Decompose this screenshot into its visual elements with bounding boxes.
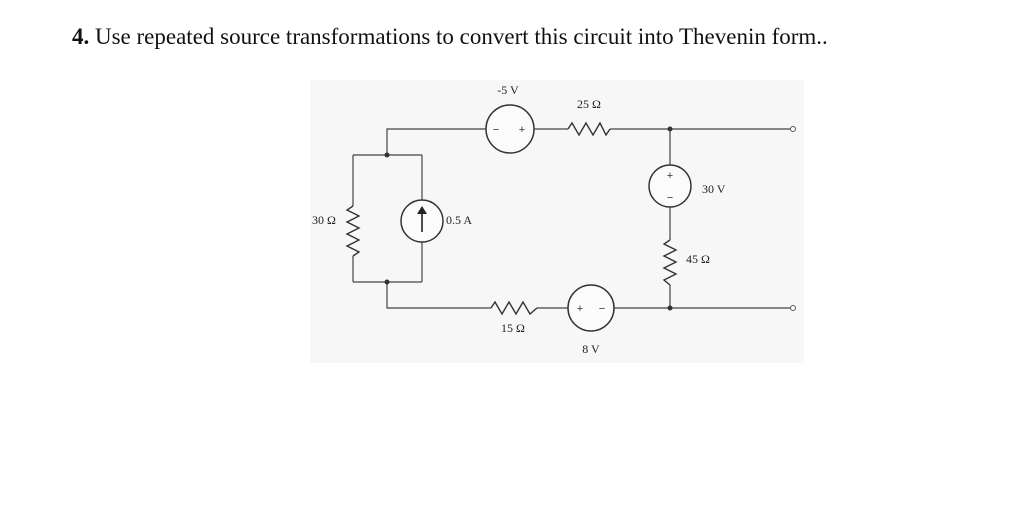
v-right-minus-sign: −	[667, 192, 673, 204]
circuit-figure: − + + − + − -5 V 25 Ω 30 V 45 Ω 30 Ω 0.5…	[310, 80, 804, 363]
resistor-45ohm	[662, 239, 678, 286]
label-r-top: 25 Ω	[577, 97, 601, 111]
v-top-minus-sign: −	[493, 124, 499, 136]
resistor-30ohm	[345, 205, 361, 257]
problem-text: Use repeated source transformations to c…	[95, 24, 828, 49]
junction-right-bottom	[667, 305, 673, 311]
v-bottom-minus-sign: −	[599, 303, 605, 315]
problem-number: 4.	[72, 24, 90, 49]
label-r-left: 30 Ω	[312, 213, 336, 227]
current-arrowhead-icon	[417, 206, 427, 214]
junction-right-top	[667, 126, 673, 132]
v-top-plus-sign: +	[519, 124, 525, 136]
label-v-top: -5 V	[497, 83, 519, 97]
wire-bottom-left	[386, 282, 491, 309]
voltage-source-top	[485, 104, 535, 154]
label-r-right: 45 Ω	[686, 252, 710, 266]
junction-left-bottom	[384, 279, 390, 285]
terminal-bottom	[790, 305, 796, 311]
label-v-bottom: 8 V	[582, 342, 600, 356]
label-v-right: 30 V	[702, 182, 726, 196]
resistor-15ohm	[490, 300, 538, 316]
wire-top-left	[386, 128, 486, 155]
junction-left-top	[384, 152, 390, 158]
v-right-plus-sign: +	[667, 170, 673, 182]
voltage-source-right	[648, 164, 692, 208]
terminal-top	[790, 126, 796, 132]
circuit-diagram: − + + − + − -5 V 25 Ω 30 V 45 Ω 30 Ω 0.5…	[312, 83, 796, 356]
v-bottom-plus-sign: +	[577, 303, 583, 315]
label-r-bottom: 15 Ω	[501, 321, 525, 335]
voltage-source-bottom	[567, 284, 615, 332]
label-i-src: 0.5 A	[446, 213, 472, 227]
resistor-25ohm	[567, 121, 611, 137]
problem-statement: 4. Use repeated source transformations t…	[72, 24, 828, 50]
